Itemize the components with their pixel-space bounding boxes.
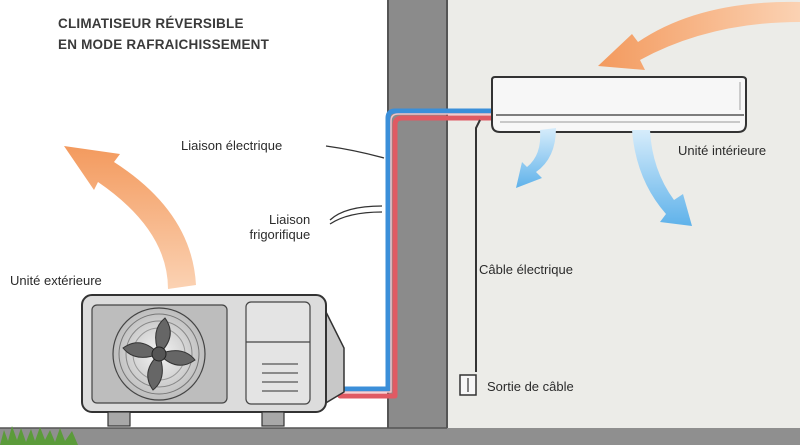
diagram-title: CLIMATISEUR RÉVERSIBLE EN MODE RAFRAICHI… xyxy=(58,13,269,55)
warm-air-arrow-outdoor xyxy=(64,146,196,289)
leader-lines xyxy=(325,145,385,225)
electric-cable-line xyxy=(475,119,481,372)
label-refrigerant-link: Liaison frigorifique xyxy=(250,212,311,242)
title-line-2: EN MODE RAFRAICHISSEMENT xyxy=(58,37,270,52)
indoor-unit xyxy=(491,76,747,133)
cable-outlet-box xyxy=(459,374,477,396)
indoor-room xyxy=(447,0,800,445)
label-electric-cable: Câble électrique xyxy=(479,262,573,277)
label-indoor-unit: Unité intérieure xyxy=(678,143,767,158)
label-electrical-link: Liaison électrique xyxy=(181,138,283,153)
label-refrigerant-link-line2: frigorifique xyxy=(249,227,311,242)
warm-air-arrow-indoor xyxy=(598,1,800,71)
refrigerant-pipes xyxy=(337,108,495,399)
label-refrigerant-link-line1: Liaison xyxy=(269,212,311,227)
label-cable-outlet: Sortie de câble xyxy=(487,379,574,394)
ground xyxy=(0,426,800,445)
wall xyxy=(387,0,448,445)
title-line-1: CLIMATISEUR RÉVERSIBLE xyxy=(58,16,244,31)
cold-air-arrows xyxy=(516,128,692,226)
label-outdoor-unit: Unité extérieure xyxy=(10,273,102,288)
outdoor-unit xyxy=(81,294,345,427)
